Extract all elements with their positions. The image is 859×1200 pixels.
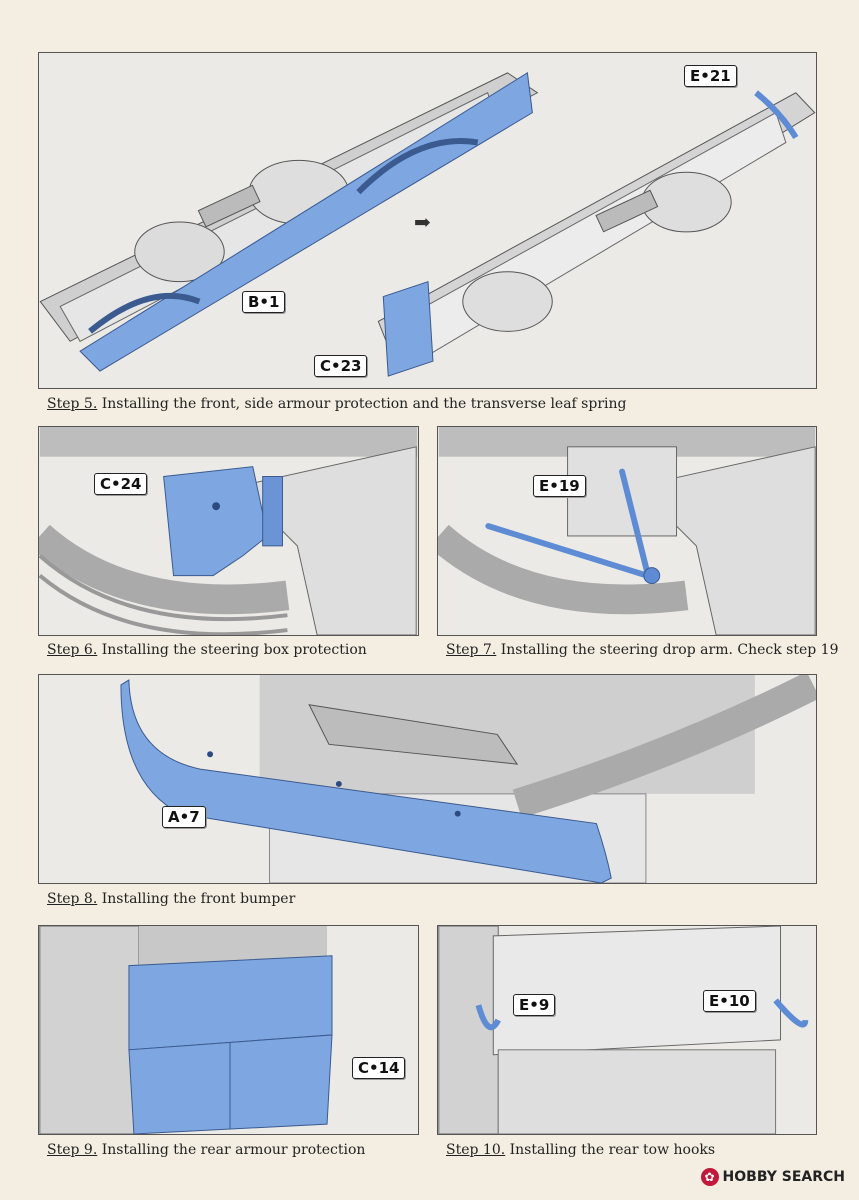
step6-drawing (39, 427, 418, 635)
step5-number: Step 5. (47, 396, 98, 412)
step8-caption: Step 8. Installing the front bumper (47, 891, 295, 907)
step6-illustration: C•24 (38, 426, 419, 636)
step9-text: Installing the rear armour protection (97, 1142, 366, 1158)
step7-illustration: E•19 (437, 426, 817, 636)
step9-illustration: C•14 (38, 925, 419, 1135)
step7-drawing (438, 427, 816, 635)
watermark-text: HOBBY SEARCH (722, 1169, 845, 1185)
step5-caption: Step 5. Installing the front, side armou… (47, 396, 626, 412)
step8-drawing (120, 675, 816, 883)
part-label-e19: E•19 (533, 475, 586, 497)
part-label-b1: B•1 (242, 291, 286, 313)
part-label-a7: A•7 (162, 806, 206, 828)
part-label-e10: E•10 (703, 990, 756, 1012)
watermark-logo: ✿ HOBBY SEARCH (700, 1168, 845, 1186)
step10-caption: Step 10. Installing the rear tow hooks (446, 1142, 715, 1158)
part-label-c24: C•24 (94, 473, 148, 495)
step8-number: Step 8. (47, 891, 98, 907)
part-label-c14: C•14 (352, 1057, 406, 1079)
step5-text: Installing the front, side armour protec… (97, 396, 627, 412)
step7-number: Step 7. (446, 642, 497, 658)
step6-caption: Step 6. Installing the steering box prot… (47, 642, 367, 658)
step9-number: Step 9. (47, 1142, 98, 1158)
step5-drawing (39, 72, 816, 377)
part-label-e21: E•21 (684, 65, 737, 87)
part-label-e9: E•9 (513, 994, 556, 1016)
step6-text: Installing the steering box protection (97, 642, 367, 658)
step8-text: Installing the front bumper (97, 891, 296, 907)
step6-number: Step 6. (47, 642, 98, 658)
arrow-right-icon: ➡ (414, 210, 431, 234)
step5-illustration: B•1 C•23 E•21 ➡ (38, 52, 817, 389)
step10-drawing (438, 926, 809, 1134)
step10-illustration: E•9 E•10 (437, 925, 817, 1135)
step7-caption: Step 7. Installing the steering drop arm… (446, 642, 838, 658)
hobby-search-logo-icon: ✿ (700, 1168, 719, 1186)
step10-text: Installing the rear tow hooks (505, 1142, 716, 1158)
step7-text: Installing the steering drop arm. Check … (496, 642, 839, 658)
part-label-c23: C•23 (314, 355, 368, 377)
step8-illustration: A•7 (38, 674, 817, 884)
step10-number: Step 10. (446, 1142, 506, 1158)
step9-drawing (39, 926, 333, 1134)
step9-caption: Step 9. Installing the rear armour prote… (47, 1142, 365, 1158)
